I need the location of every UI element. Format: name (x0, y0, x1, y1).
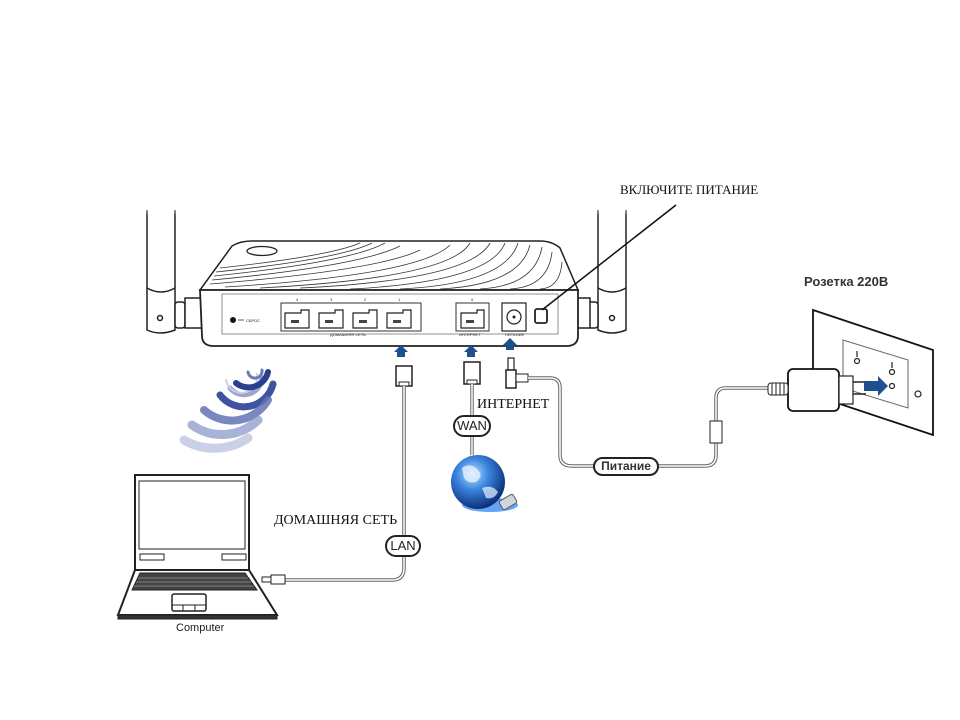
laptop-icon (116, 474, 279, 620)
wan-port-number: 0 (471, 297, 474, 302)
globe-icon (451, 455, 518, 512)
lan-computer-plug (261, 574, 286, 585)
power-jack-label: ПИТАНИЕ (505, 332, 524, 337)
lan-port-number: 1 (398, 297, 401, 302)
router: СБРОС 4 3 2 1 ДОМАШНЯЯ СЕТЬ 0 ИНТЕРНЕТ ПИТА… (198, 240, 580, 347)
power-plug (505, 357, 529, 389)
router-top (198, 240, 580, 291)
reset-label: СБРОС (246, 318, 260, 323)
wan-group-label: ИНТЕРНЕТ (459, 332, 481, 337)
power-switch (534, 308, 548, 324)
lan-port-2: 2 (352, 297, 378, 329)
power-cable-tag: Питание (593, 457, 659, 476)
lan-port-number: 2 (364, 297, 367, 302)
internet-label: ИНТЕРНЕТ (477, 397, 550, 412)
arrow-up-wan (464, 345, 478, 357)
lan-cable-tag: LAN (385, 535, 421, 557)
lan-group-label: ДОМАШНЯЯ СЕТЬ (330, 332, 366, 337)
lan-port-4: 4 (284, 297, 310, 329)
antenna-left (140, 200, 208, 334)
lan-plug (395, 365, 413, 387)
home-network-label: ДОМАШНЯЯ СЕТЬ (274, 513, 398, 528)
wan-cable-tag: WAN (453, 415, 491, 437)
power-cable (528, 376, 770, 468)
router-led-window (246, 245, 278, 257)
socket-label: Розетка 220В (804, 274, 889, 289)
lan-port-number: 3 (330, 297, 333, 302)
power-on-label: ВКЛЮЧИТЕ ПИТАНИЕ (620, 182, 759, 197)
reset-button (230, 317, 236, 323)
lan-port-3: 3 (318, 297, 344, 329)
power-on-leader-line (541, 204, 677, 311)
arrow-into-socket (864, 376, 888, 396)
lan-ports: 4 3 2 1 (284, 297, 412, 329)
router-top-pattern (209, 242, 563, 290)
lan-port-1: 1 (386, 297, 412, 329)
adapter-strain-relief (767, 382, 789, 396)
wan-plug (463, 361, 481, 385)
arrow-up-power (503, 338, 517, 350)
ferrite-bead (709, 420, 723, 444)
wan-port: 0 (460, 297, 485, 329)
wifi-icon (179, 368, 277, 453)
lan-port-number: 4 (296, 297, 299, 302)
arrow-up-lan (394, 345, 408, 357)
computer-label: Computer (176, 622, 225, 634)
power-adapter (767, 368, 866, 412)
